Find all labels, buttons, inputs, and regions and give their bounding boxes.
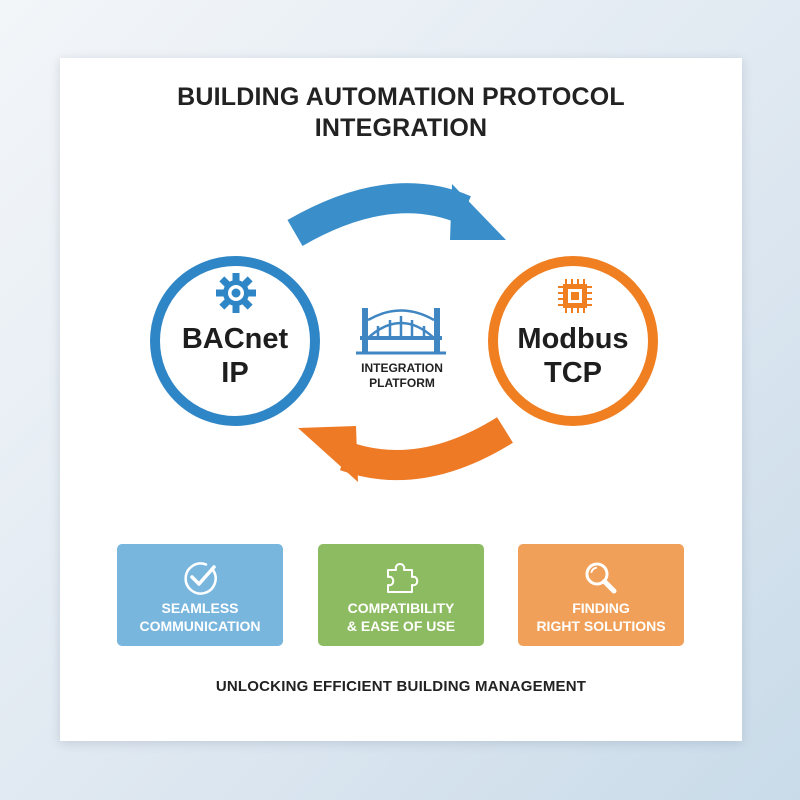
- feature-label-line-2: & EASE OF USE: [346, 618, 456, 634]
- modbus-node: [488, 256, 658, 426]
- feature-label-line-2: COMMUNICATION: [139, 618, 261, 634]
- footer-tagline: UNLOCKING EFFICIENT BUILDING MANAGEMENT: [215, 678, 587, 695]
- magnifier-icon: [585, 562, 617, 594]
- title-line-2: INTEGRATION: [314, 114, 488, 142]
- chip-icon: [558, 279, 592, 313]
- feature-label-line-1: SEAMLESS: [161, 600, 239, 616]
- puzzle-icon: [387, 563, 419, 593]
- feature-label: FINDING RIGHT SOLUTIONS: [518, 599, 684, 635]
- bridge-icon: [356, 308, 446, 355]
- feature-seamless-communication: SEAMLESS COMMUNICATION: [117, 544, 283, 646]
- bottom-arrow: [298, 417, 513, 482]
- title-line-1: BUILDING AUTOMATION PROTOCOL: [177, 83, 625, 111]
- modbus-label-line-2: TCP: [544, 357, 602, 389]
- bacnet-label: BACnet IP: [155, 322, 315, 390]
- top-arrow: [287, 183, 506, 247]
- feature-label-line-2: RIGHT SOLUTIONS: [536, 618, 666, 634]
- gear-icon: [216, 273, 256, 313]
- modbus-label-line-1: Modbus: [517, 323, 629, 355]
- platform-label: INTEGRATION PLATFORM: [332, 361, 472, 391]
- protocol-diagram: [150, 183, 658, 482]
- page-title: BUILDING AUTOMATION PROTOCOL INTEGRATION: [60, 82, 742, 144]
- feature-label-line-1: COMPATIBILITY: [347, 600, 455, 616]
- feature-finding-solutions: FINDING RIGHT SOLUTIONS: [518, 544, 684, 646]
- infographic-card: BUILDING AUTOMATION PROTOCOL INTEGRATION: [60, 58, 742, 741]
- platform-label-line-2: PLATFORM: [369, 376, 435, 390]
- platform-label-line-1: INTEGRATION: [361, 361, 443, 375]
- bacnet-node: [150, 256, 320, 426]
- feature-label: SEAMLESS COMMUNICATION: [117, 599, 283, 635]
- feature-label: COMPATIBILITY & EASE OF USE: [318, 599, 484, 635]
- bacnet-label-line-2: IP: [221, 357, 249, 389]
- feature-compatibility: COMPATIBILITY & EASE OF USE: [318, 544, 484, 646]
- feature-label-line-1: FINDING: [572, 600, 630, 616]
- modbus-label: Modbus TCP: [493, 322, 653, 390]
- bacnet-label-line-1: BACnet: [181, 323, 289, 355]
- check-circle-icon: [184, 562, 217, 595]
